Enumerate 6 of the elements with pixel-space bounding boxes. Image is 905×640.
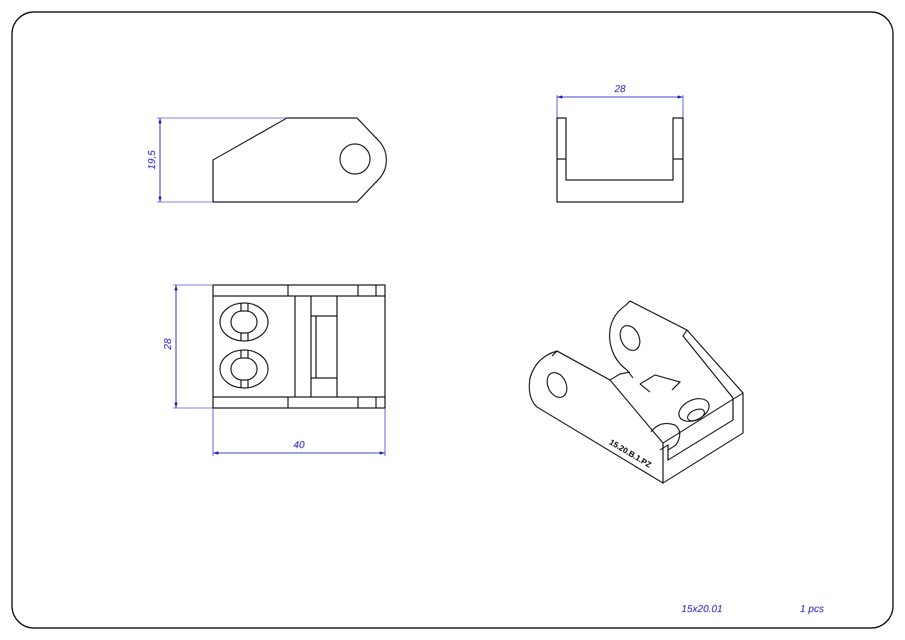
dimension-value: 28	[614, 85, 626, 95]
dimension-value: 28	[164, 338, 174, 350]
part-number: 15x20.01	[681, 605, 723, 615]
dimension-value: 19,5	[148, 150, 158, 170]
dimension-value: 40	[293, 441, 305, 451]
quantity-text: 1 pcs	[800, 605, 824, 615]
